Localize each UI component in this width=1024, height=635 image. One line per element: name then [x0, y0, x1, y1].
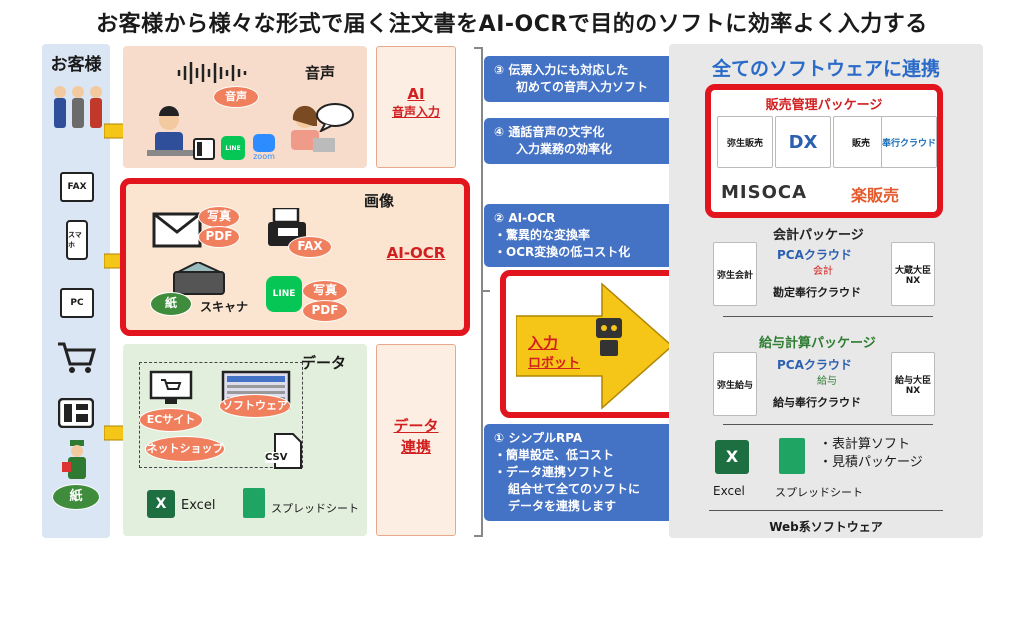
- product-yayoi-accounting: 弥生会計: [713, 242, 757, 306]
- customer-column: お客様 FAX スマホ PC 紙: [42, 44, 110, 538]
- line-photo-oval: 写真: [302, 280, 348, 302]
- product-yayoi-payroll: 弥生給与: [713, 352, 757, 416]
- customers-people-icon: [48, 82, 108, 142]
- fax-device-icon: FAX: [60, 172, 94, 202]
- product-pca-accounting: 会計: [813, 266, 833, 277]
- envelope-icon: [152, 212, 202, 252]
- line-app-icon: LINE: [221, 136, 245, 160]
- product-kyuyo-nx: 給与大臣NX: [891, 352, 935, 416]
- method-data-link: データ 連携: [376, 344, 456, 536]
- line-pdf-oval: PDF: [302, 300, 348, 322]
- product-dx: DX: [775, 116, 831, 168]
- operator-man-icon: [147, 106, 197, 162]
- desk-phone-icon: [193, 138, 215, 164]
- divider-3: [709, 510, 943, 511]
- product-yayoi-sales: 弥生販売: [717, 116, 773, 168]
- excel-label: Excel: [181, 498, 216, 513]
- method-voice-input-label: 音声入力: [391, 105, 440, 119]
- page-title: お客様から様々な形式で届く注文書をAI-OCRで目的のソフトに効率よく入力する: [96, 12, 928, 37]
- product-pca-cloud: PCAクラウド: [777, 248, 852, 262]
- ec-site-oval: ECサイト: [139, 408, 203, 432]
- callout-2: ② AI-OCR ・驚異的な変換率 ・OCR変換の低コスト化: [484, 204, 696, 267]
- divider-1: [723, 316, 933, 317]
- raku-logo: 楽販売: [851, 186, 900, 205]
- right-panel: 全てのソフトウェアに連携 販売管理パッケージ 弥生販売 DX 販売 奉行クラウド…: [669, 44, 983, 538]
- voice-panel: 音声 音声 LINE zoom: [123, 46, 367, 168]
- misoca-logo: MISOCA: [721, 182, 808, 203]
- excel-icon: X: [147, 490, 175, 518]
- robot-arrow: [515, 282, 676, 414]
- csv-label: CSV: [265, 452, 288, 463]
- method-data-label: データ: [393, 417, 439, 435]
- method-ai-label: AI: [407, 85, 425, 103]
- method-ai-ocr: AI-OCR: [376, 184, 456, 332]
- mail-photo-oval: 写真: [198, 206, 240, 228]
- callout-1: ① シンプルRPA ・簡単設定、低コスト ・データ連携ソフトと 組合せて全てのソ…: [484, 424, 696, 521]
- payroll-title: 給与計算パッケージ: [759, 336, 876, 351]
- method-ocr-label: AI-OCR: [386, 244, 446, 262]
- divider-2: [723, 424, 933, 425]
- product-kyuyo-bugyo: 給与奉行クラウド: [773, 396, 861, 409]
- image-panel: 画像 写真 PDF FAX 紙 スキャナ LINE 写真 PDF: [120, 178, 470, 336]
- right-title: 全てのソフトウェアに連携: [711, 58, 940, 80]
- sales-box: 販売管理パッケージ 弥生販売 DX 販売 奉行クラウド MISOCA 楽販売: [705, 84, 943, 218]
- data-heading: データ: [301, 354, 347, 372]
- sound-wave-icon: [175, 60, 249, 90]
- accounting-title: 会計パッケージ: [773, 228, 864, 243]
- product-bugyo-cloud: 奉行クラウド: [881, 116, 937, 168]
- scanner-paper-oval: 紙: [150, 292, 192, 316]
- scanner-label: スキャナ: [200, 300, 249, 314]
- spreadsheet-icon: [243, 488, 265, 518]
- product-okura-nx: 大蔵大臣NX: [891, 242, 935, 306]
- product-kanjo-bugyo: 勘定奉行クラウド: [773, 286, 861, 299]
- callout-4: ④ 通話音声の文字化 入力業務の効率化: [484, 118, 696, 164]
- spreadsheet-label: スプレッドシート: [271, 502, 359, 515]
- line-large-icon: LINE: [266, 276, 302, 312]
- method-link-label: 連携: [400, 438, 431, 456]
- product-pca-payroll: 給与: [817, 376, 837, 387]
- web-software-label: Web系ソフトウェア: [769, 520, 883, 534]
- excel-app-label: Excel: [713, 484, 745, 498]
- sheets-app-label: スプレッドシート: [775, 486, 863, 499]
- voice-bubble: 音声: [213, 86, 259, 108]
- robot-icon: [592, 316, 626, 364]
- shopping-cart-icon: [56, 340, 96, 378]
- product-pca-cloud-payroll: PCAクラウド: [777, 358, 852, 372]
- paper-oval: 紙: [52, 484, 100, 510]
- fax-oval: FAX: [288, 236, 332, 258]
- sales-title: 販売管理パッケージ: [765, 98, 883, 113]
- telephone-icon: [57, 397, 95, 432]
- scanner-icon: [172, 260, 226, 300]
- bracket: [470, 46, 492, 544]
- net-shop-oval: ネットショップ: [145, 436, 225, 462]
- method-ai-voice: AI 音声入力: [376, 46, 456, 168]
- zoom-app-icon: zoom: [251, 134, 277, 162]
- image-heading: 画像: [364, 192, 395, 210]
- callout-3: ③ 伝票入力にも対応した 初めての音声入力ソフト: [484, 56, 696, 102]
- excel-app-icon: X: [715, 440, 749, 474]
- robot-box: 入力 ロボット: [500, 270, 682, 418]
- smartphone-icon: スマホ: [66, 220, 88, 260]
- pc-icon: PC: [60, 288, 94, 318]
- product-sales: 販売: [833, 116, 889, 168]
- dashed-group: [139, 362, 303, 468]
- sheets-app-icon: [779, 438, 805, 474]
- speech-bubble-icon: [315, 102, 355, 136]
- mail-pdf-oval: PDF: [198, 226, 240, 248]
- software-bullets: ・表計算ソフト ・見積パッケージ: [819, 437, 923, 470]
- operator-woman-icon: [283, 102, 339, 162]
- cart-monitor-icon: [149, 370, 193, 410]
- software-oval: ソフトウェア: [219, 394, 291, 418]
- data-panel: データ ECサイト ソフトウェア ネットショップ CSV X Excel スプレ…: [123, 344, 367, 536]
- robot-label-robot: ロボット: [528, 356, 581, 371]
- voice-heading: 音声: [305, 64, 336, 82]
- postman-icon: [62, 440, 92, 484]
- customer-label: お客様: [50, 55, 102, 75]
- robot-label-input: 入力: [528, 334, 559, 352]
